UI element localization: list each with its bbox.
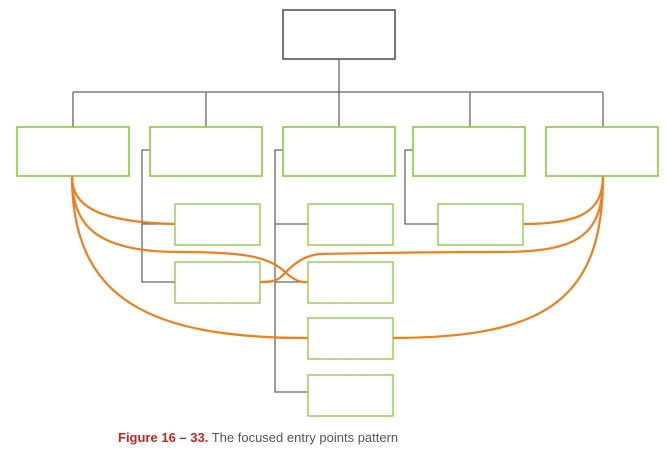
entry-path <box>70 174 310 284</box>
entry-path <box>70 174 177 226</box>
level-1-page-box <box>282 126 396 177</box>
entry-path <box>70 174 310 340</box>
level-2-page-box <box>174 261 261 304</box>
level-1-pages <box>16 126 659 177</box>
entry-path <box>390 174 605 340</box>
entry-path <box>521 174 605 226</box>
branch-connector-level1-4 <box>404 149 438 225</box>
level-2-page-box <box>307 374 394 417</box>
root-page-box <box>282 9 396 60</box>
level-2-page-box <box>437 203 524 246</box>
figure-caption-label: Figure 16 – 33. <box>118 430 209 445</box>
level-2-pages <box>174 203 524 417</box>
branch-connector-level1-3 <box>274 149 308 393</box>
entry-paths <box>70 174 605 340</box>
level-2-page-box <box>307 317 394 360</box>
level-2-page-box <box>174 203 261 246</box>
root-to-level1-connector <box>72 59 604 127</box>
level-1-page-box <box>412 126 526 177</box>
figure-caption: Figure 16 – 33. The focused entry points… <box>118 430 398 445</box>
level-1-page-box <box>149 126 263 177</box>
figure-caption-text: The focused entry points pattern <box>211 430 399 445</box>
level-1-page-box <box>16 126 130 177</box>
hierarchy-connectors <box>72 59 604 393</box>
level-2-page-box <box>307 203 394 246</box>
entry-path <box>258 174 605 284</box>
level-2-page-box <box>307 261 394 304</box>
level-1-page-box <box>545 126 659 177</box>
